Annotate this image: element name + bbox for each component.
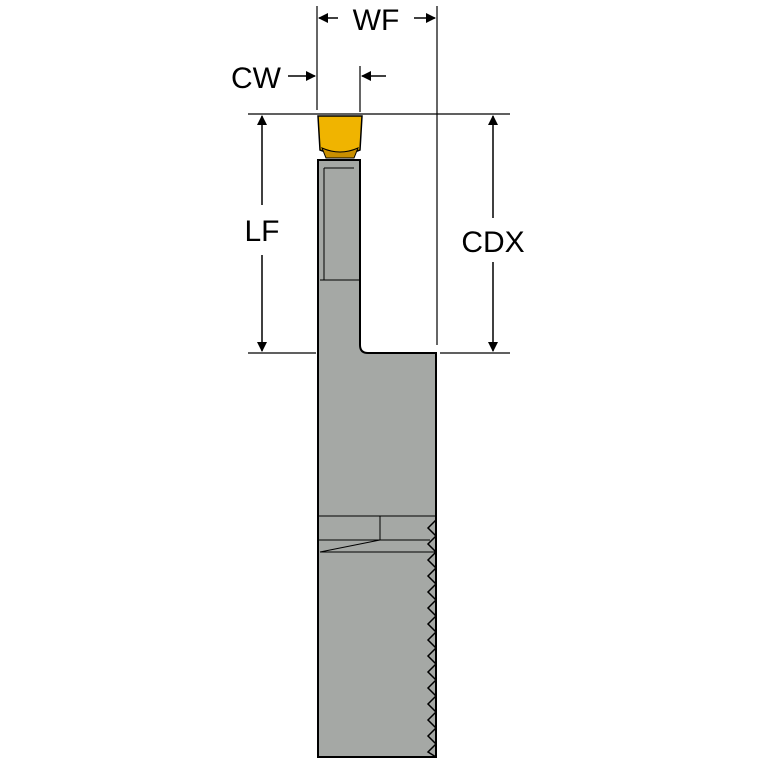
wf-label: WF (353, 4, 400, 37)
threaded-shank (426, 519, 438, 758)
insert-shade (321, 147, 359, 159)
cw-label: CW (231, 62, 282, 95)
lf-label: LF (244, 215, 279, 248)
tool-body (317, 159, 437, 758)
cdx-label: CDX (461, 226, 524, 259)
shank-chamfer-line (319, 539, 381, 553)
cutting-insert (317, 115, 363, 155)
